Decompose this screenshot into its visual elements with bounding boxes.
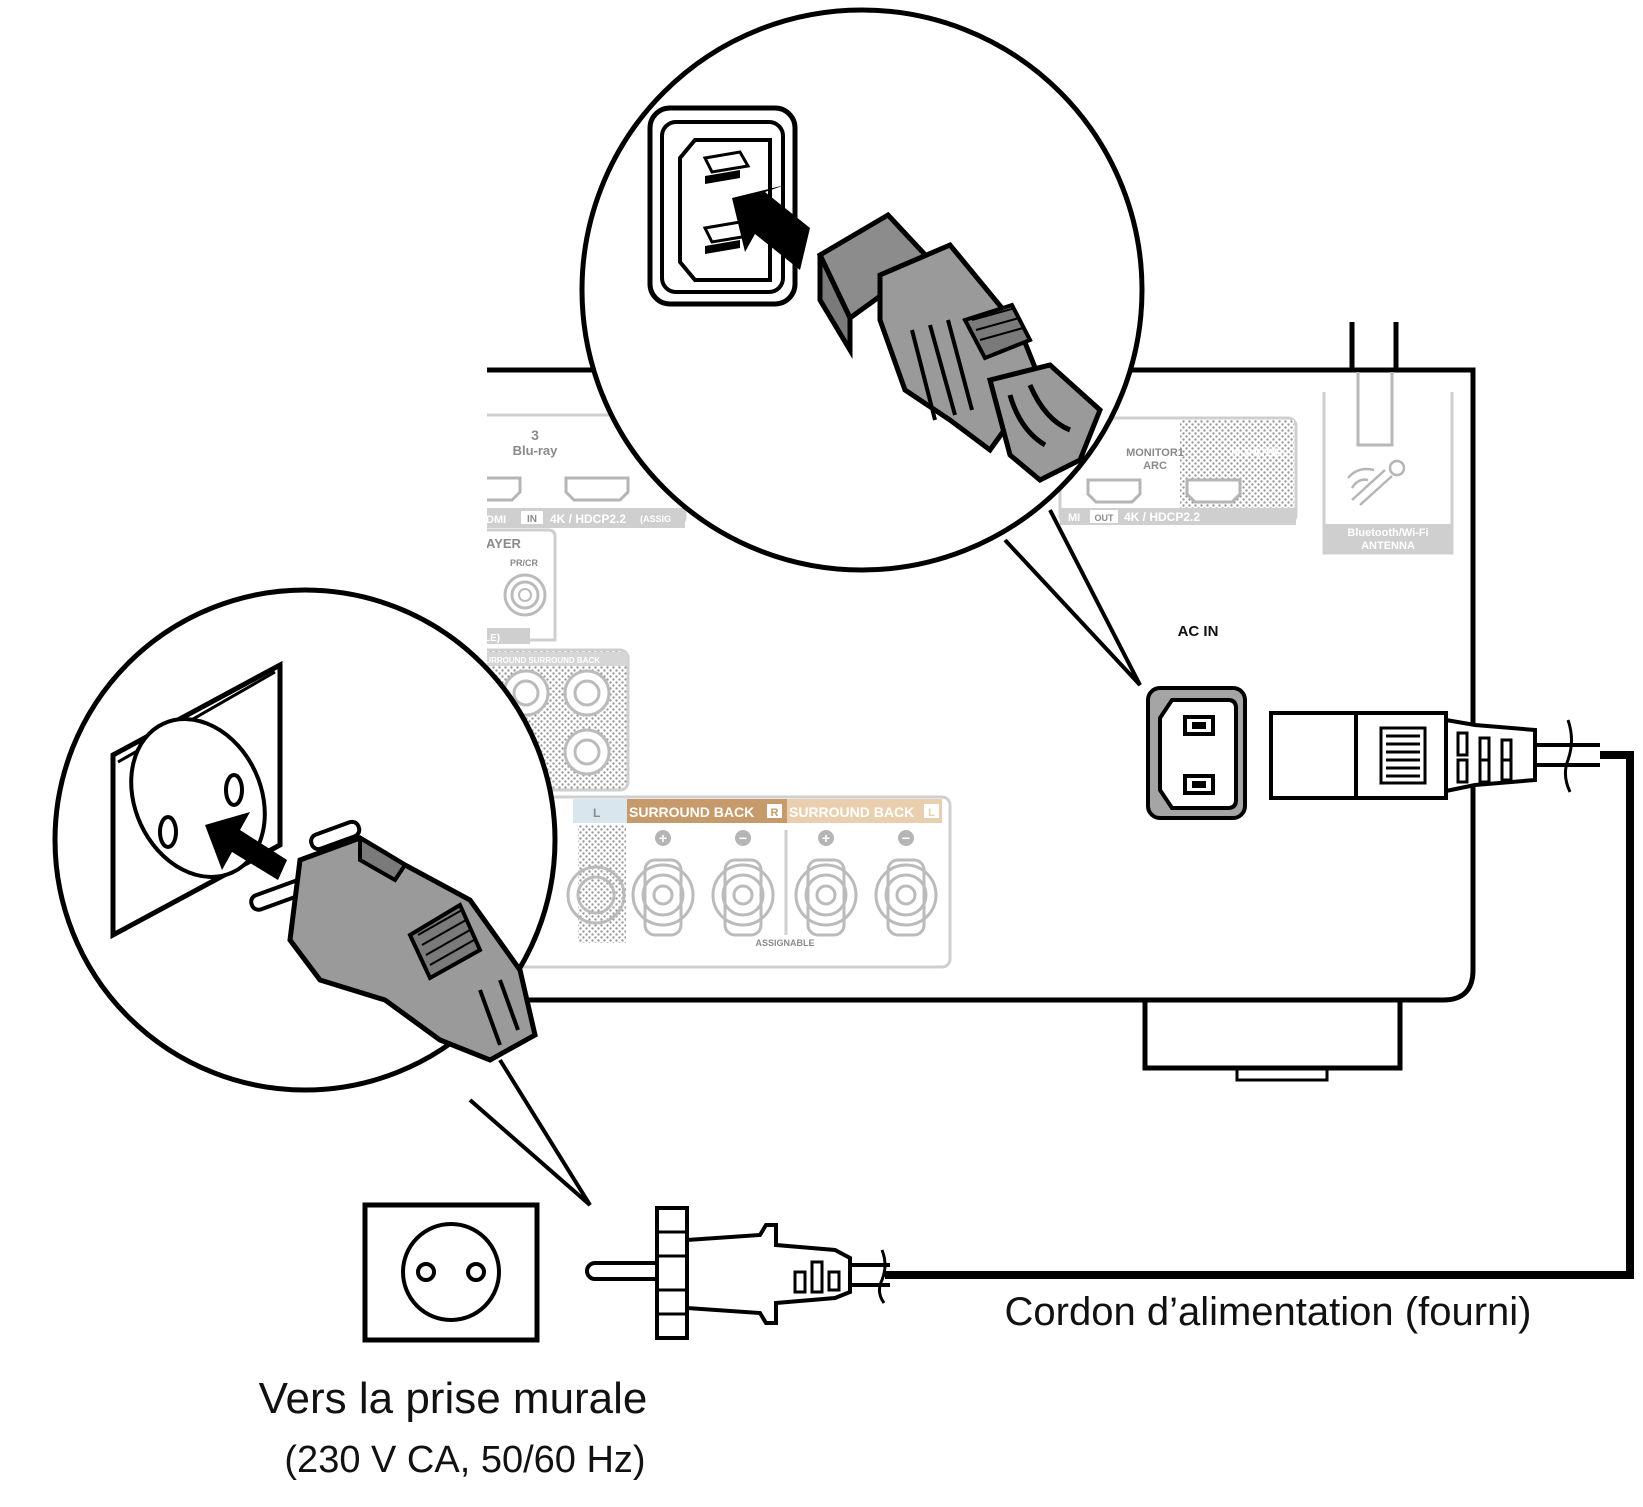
- component-block: [487, 528, 557, 642]
- iec-plug-icon: [1269, 711, 1600, 800]
- speaker-terminals-block: [487, 795, 952, 969]
- plus-marker: [818, 830, 834, 846]
- svg-text:+: +: [822, 830, 830, 846]
- hdmi-port-icon: [564, 476, 630, 502]
- hdmi-in-assign: (ASSIG: [640, 514, 671, 524]
- ac-in-label: AC IN: [1178, 623, 1219, 640]
- ac-inlet-icon: [1146, 686, 1247, 820]
- euro-plug-icon: [585, 1206, 890, 1340]
- surround-back-l-header: [787, 799, 942, 823]
- hdmi-out-strip: [1060, 508, 1296, 525]
- monitor1-label: MONITOR1: [1126, 447, 1184, 459]
- hdmi-out-spec: 4K / HDCP2.2: [1124, 510, 1200, 524]
- surround-back-r-header: [627, 799, 787, 823]
- receiver-rear-panel: [487, 322, 1476, 1082]
- rca-jack: [503, 573, 547, 617]
- hdmi-in-badge: IN: [527, 514, 537, 525]
- hdmi-port-icon: [1185, 478, 1242, 504]
- wall-outlet-caption: Vers la prise murale: [259, 1374, 648, 1423]
- monitor2-label: MONITOR2: [1231, 447, 1289, 459]
- bt-antenna-label-2: ANTENNA: [1361, 540, 1415, 552]
- iec-inlet-zoom-bubble: [579, 7, 1145, 687]
- insert-arrow-icon: [732, 185, 810, 270]
- wall-outlet-spec-caption: (230 V CA, 50/60 Hz): [284, 1439, 645, 1481]
- surround-back-r-label: SURROUND BACK: [629, 804, 754, 820]
- hdmi-port-icon: [1086, 478, 1142, 504]
- hdmi-input-number: 3: [531, 427, 539, 443]
- player-label: AYER: [486, 536, 522, 551]
- surround-back-r-badge: R: [771, 807, 779, 819]
- bt-antenna-label-1: Bluetooth/Wi-Fi: [1347, 527, 1428, 539]
- assignable-label: ASSIGNABLE: [755, 938, 814, 948]
- power-cord-line: [885, 751, 1634, 1279]
- surround-back-l-badge: L: [928, 807, 935, 819]
- hdmi-port-icon: [487, 476, 522, 502]
- minus-marker: [898, 830, 914, 846]
- hdmi-out-badge: OUT: [1095, 513, 1115, 523]
- insert-arrow-icon: [205, 812, 287, 880]
- antenna-icon: [1347, 459, 1406, 506]
- pr-cr-label: PR/CR: [510, 558, 539, 568]
- svg-text:+: +: [659, 830, 667, 846]
- svg-text:−: −: [739, 830, 747, 846]
- le-fragment: LE): [484, 633, 500, 644]
- hdmi-in-label: DMI: [486, 514, 506, 526]
- hdmi-in-badge-bg: [521, 511, 543, 524]
- wall-plug-zoom-bubble: [52, 587, 592, 1207]
- binding-posts: [566, 858, 938, 937]
- minus-marker: [735, 830, 751, 846]
- wall-outlet-icon: [362, 1202, 540, 1343]
- plus-marker: [655, 830, 671, 846]
- hdmi-input-name: Blu-ray: [513, 443, 559, 458]
- panel-faint-artwork: 3 Blu-ray DMI IN 4K / HDCP2.2 (ASSIG AYE…: [480, 392, 1454, 969]
- svg-text:−: −: [902, 830, 910, 846]
- surround-small-label: SURROUND SURROUND BACK: [480, 656, 600, 665]
- hdmi-out-label: MI: [1068, 512, 1080, 524]
- power-cord-caption: Cordon d’alimentation (fourni): [1005, 1290, 1532, 1334]
- hdmi-in-spec: 4K / HDCP2.2: [550, 512, 626, 526]
- l-fragment: L: [593, 806, 600, 820]
- rca-jack: [563, 728, 611, 776]
- surround-back-l-label: SURROUND BACK: [789, 804, 914, 820]
- monitor1-arc-label: ARC: [1143, 460, 1167, 472]
- rca-jack: [563, 669, 611, 717]
